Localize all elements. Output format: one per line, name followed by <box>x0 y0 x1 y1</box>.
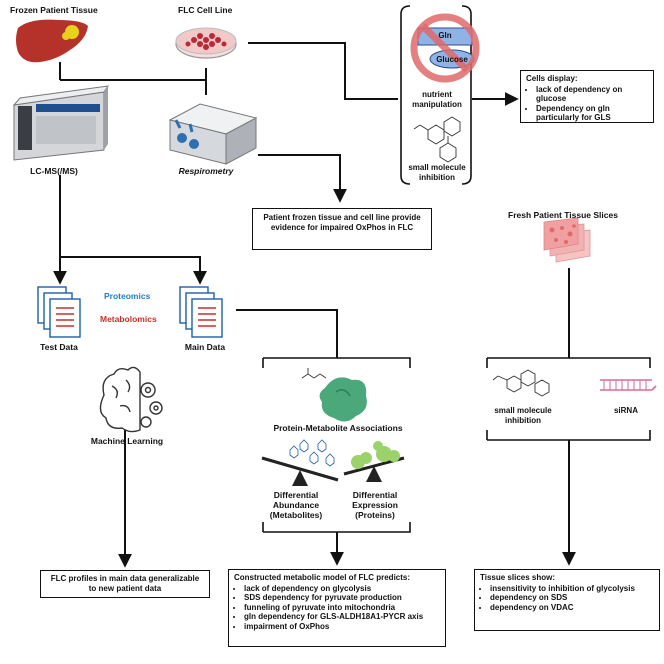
slices-show-list: insensitivity to inhibition of glycolysi… <box>480 584 654 613</box>
respirometry-label: Respirometry <box>178 166 234 176</box>
cells-display-list: lack of dependency on glucose Dependency… <box>526 85 648 123</box>
arrow-to-evidence <box>258 154 347 203</box>
bracket-nutrient-left <box>400 5 411 185</box>
slice-small-molecule-label: small molecule inhibition <box>494 406 552 425</box>
mass-spectrometer-icon <box>12 85 110 161</box>
sirna-label: siRNA <box>613 406 638 415</box>
test-data-label: Test Data <box>40 342 78 352</box>
list-item: SDS dependency for pyruvate production <box>244 593 440 603</box>
tissue-slices-show-box: Tissue slices show: insensitivity to inh… <box>474 569 660 631</box>
petri-dish-icon <box>175 27 237 59</box>
main-data-label: Main Data <box>184 342 226 352</box>
molecule-structure-icon <box>413 116 461 163</box>
gln-label: Gln <box>438 31 452 40</box>
molecule-structure-icon <box>301 368 327 379</box>
flc-profiles-box: FLC profiles in main data generalizable … <box>40 570 210 598</box>
bracket-slice-top <box>486 357 651 368</box>
machine-learning-label: Machine Learning <box>90 436 164 446</box>
tissue-slices-icon <box>543 217 591 263</box>
glucose-label: Glucose <box>436 55 468 64</box>
flc-profiles-text: FLC profiles in main data generalizable … <box>50 574 200 593</box>
line-main-to-protein <box>236 309 338 358</box>
cells-display-box: Cells display: lack of dependency on glu… <box>520 70 654 123</box>
liver-icon <box>16 19 88 63</box>
seesaw-icon <box>343 441 405 482</box>
bracket-nutrient-right <box>461 5 472 185</box>
model-list: lack of dependency on glycolysis SDS dep… <box>234 584 440 632</box>
line-cellline-bracket <box>248 42 398 100</box>
seesaw-icon <box>261 439 339 486</box>
bracket-protein-top <box>262 357 411 368</box>
small-molecule-inhibition-label: small molecule inhibition <box>408 163 466 182</box>
model-title: Constructed metabolic model of FLC predi… <box>234 573 411 582</box>
evidence-text: Patient frozen tissue and cell line prov… <box>263 213 421 232</box>
protein-metabolite-label: Protein-Metabolite Associations <box>273 423 403 433</box>
protein-icon <box>319 377 367 422</box>
lcms-label: LC-MS(/MS) <box>30 166 78 176</box>
molecule-structure-icon <box>492 369 550 397</box>
brackets <box>262 5 651 533</box>
bracket-protein-bottom <box>262 522 411 533</box>
list-item: lack of dependency on glycolysis <box>244 584 440 594</box>
bracket-slice-bottom <box>486 430 651 441</box>
metabolic-model-box: Constructed metabolic model of FLC predi… <box>228 569 446 647</box>
nutrient-manipulation-label: nutrient manipulation <box>412 90 462 109</box>
list-item: lack of dependency on glucose <box>536 85 648 104</box>
cells-display-title: Cells display: <box>526 74 578 83</box>
differential-abundance-label: Differential Abundance (Metabolites) <box>269 490 323 520</box>
differential-expression-label: Differential Expression (Proteins) <box>352 490 398 520</box>
list-item: insensitivity to inhibition of glycolysi… <box>490 584 654 594</box>
flc-cell-line-label: FLC Cell Line <box>178 5 233 15</box>
list-item: dependency on SDS <box>490 593 654 603</box>
sirna-icon <box>600 379 657 391</box>
metabolomics-label: Metabolomics <box>100 314 157 324</box>
evidence-box: Patient frozen tissue and cell line prov… <box>252 208 432 250</box>
list-item: dependency on VDAC <box>490 603 654 613</box>
slices-show-title: Tissue slices show: <box>480 573 555 582</box>
list-item: funneling of pyruvate into mitochondria <box>244 603 440 613</box>
arrow-to-main-data <box>60 256 207 285</box>
list-item: impairment of OxPhos <box>244 622 440 632</box>
no-sign-icon <box>410 13 480 83</box>
proteomics-label: Proteomics <box>104 291 151 301</box>
list-item: Dependency on gln particularly for GLS <box>536 104 648 123</box>
document-stack-icon <box>179 286 223 338</box>
document-stack-icon <box>37 286 81 338</box>
frozen-tissue-label: Frozen Patient Tissue <box>10 5 98 15</box>
respirometer-icon <box>168 103 258 165</box>
list-item: gln dependency for GLS-ALDH18A1-PYCR axi… <box>244 612 440 622</box>
brain-gears-icon <box>99 366 163 433</box>
fresh-slices-label: Fresh Patient Tissue Slices <box>508 210 618 220</box>
connectors <box>53 42 576 568</box>
